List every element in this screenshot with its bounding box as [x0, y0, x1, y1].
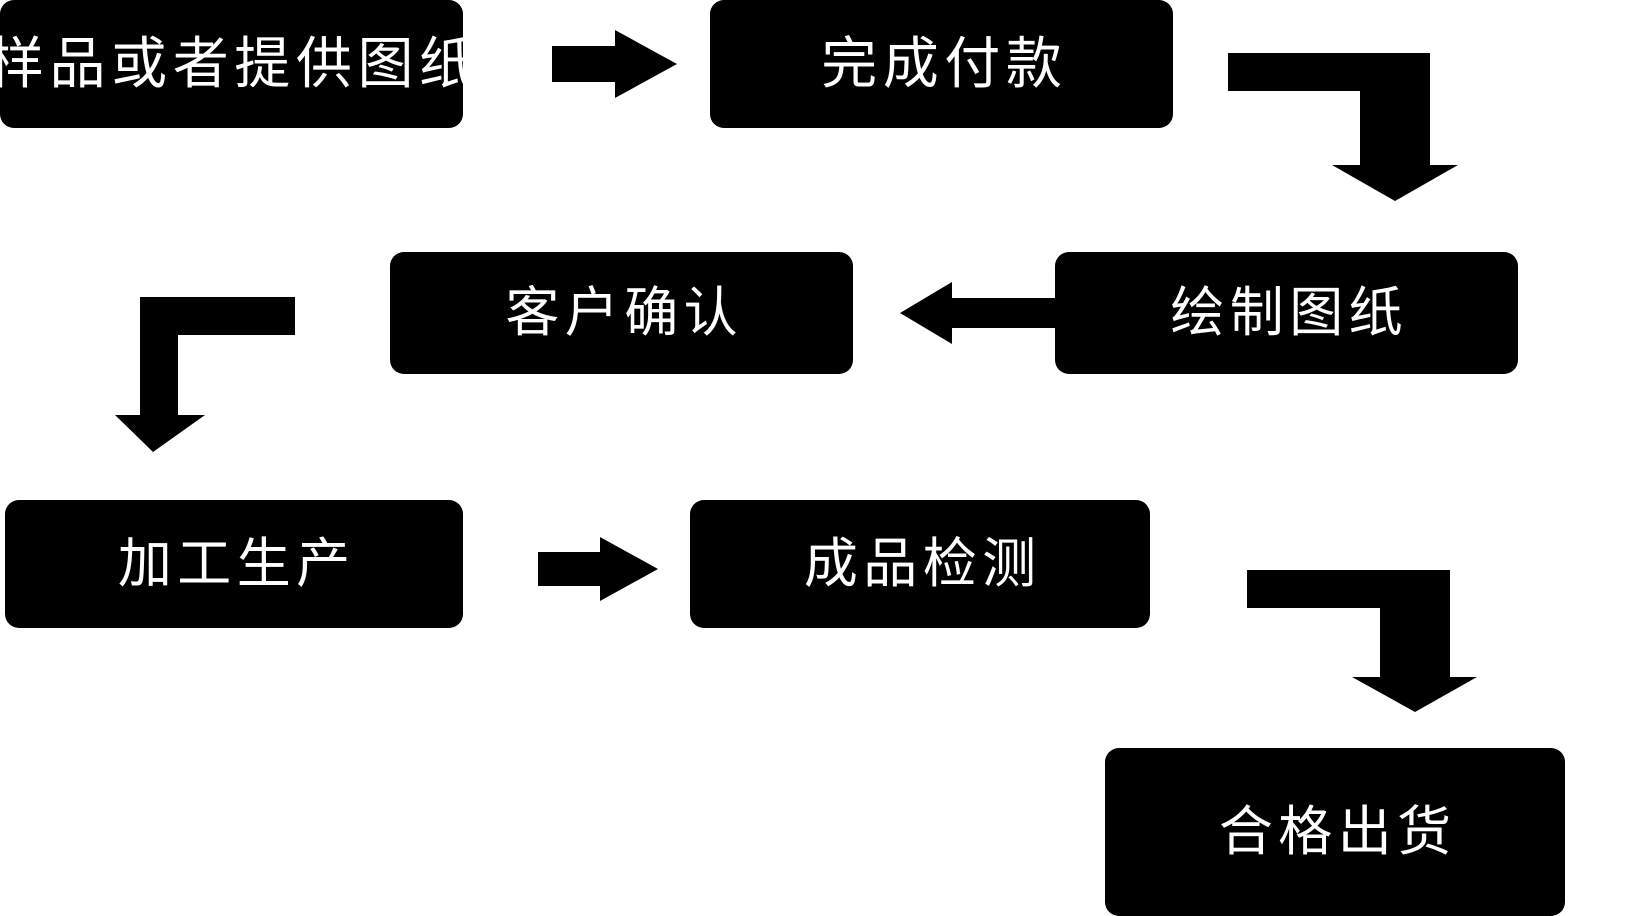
flow-node-label: 样品或者提供图纸 [0, 32, 481, 95]
flow-node-qualified-shipment[interactable]: 合格出货 [1105, 748, 1565, 916]
flow-node-label: 合格出货 [1218, 802, 1457, 862]
flow-node-complete-payment[interactable]: 完成付款 [710, 0, 1173, 128]
flow-node-label: 成品检测 [803, 534, 1042, 594]
arrow-right-icon [552, 30, 677, 98]
flow-node-sample-or-drawing[interactable]: 样品或者提供图纸 [0, 0, 475, 128]
flow-node-label: 客户确认 [505, 283, 743, 343]
flow-node-production[interactable]: 加工生产 [5, 500, 463, 628]
flow-node-label: 加工生产 [117, 534, 356, 594]
flow-node-finished-inspection[interactable]: 成品检测 [690, 500, 1150, 628]
arrow-left-icon [900, 282, 1058, 344]
elbow-arrow-right-down-icon [1228, 53, 1458, 201]
flow-node-customer-confirm[interactable]: 客户确认 [390, 252, 853, 374]
arrow-right-icon [538, 537, 658, 601]
flow-node-label: 完成付款 [821, 32, 1068, 95]
elbow-arrow-left-down-icon [115, 297, 295, 452]
elbow-arrow-right-down-icon [1247, 570, 1477, 712]
flow-node-draw-drawing[interactable]: 绘制图纸 [1055, 252, 1518, 374]
flow-node-label: 绘制图纸 [1170, 283, 1408, 343]
